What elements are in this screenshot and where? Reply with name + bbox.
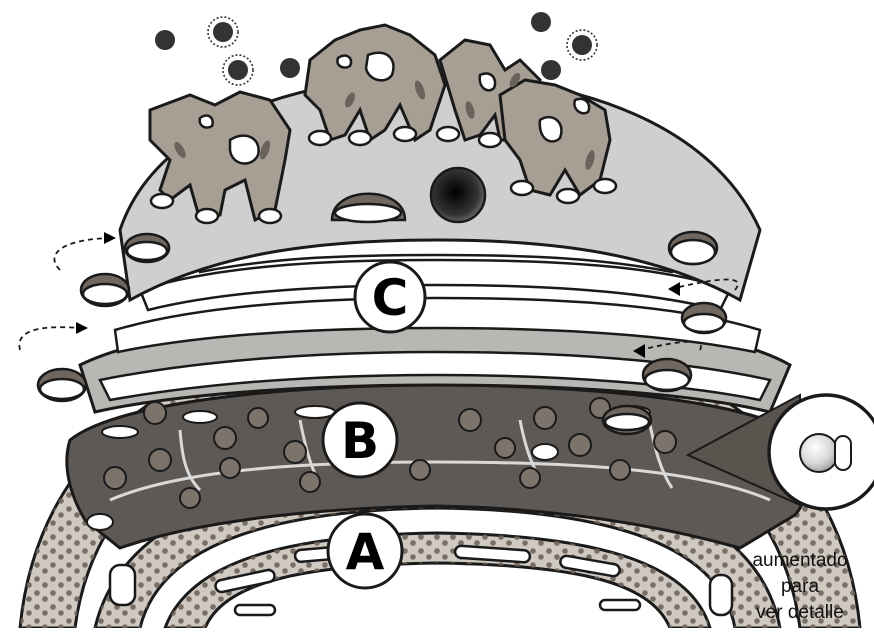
smooth-er [67,385,810,548]
zoom-note-line-1: aumentado [730,548,870,574]
label-c-text: C [372,269,409,327]
zoom-note-line-2: para [730,574,870,600]
label-a: A [328,514,402,588]
label-b-text: B [341,412,379,470]
zoom-note-line-3: ver detalle [730,600,870,626]
label-c: C [355,262,425,332]
zoom-note: aumentado para ver detalle [730,548,870,626]
label-b: B [323,403,397,477]
label-a-text: A [346,523,385,581]
